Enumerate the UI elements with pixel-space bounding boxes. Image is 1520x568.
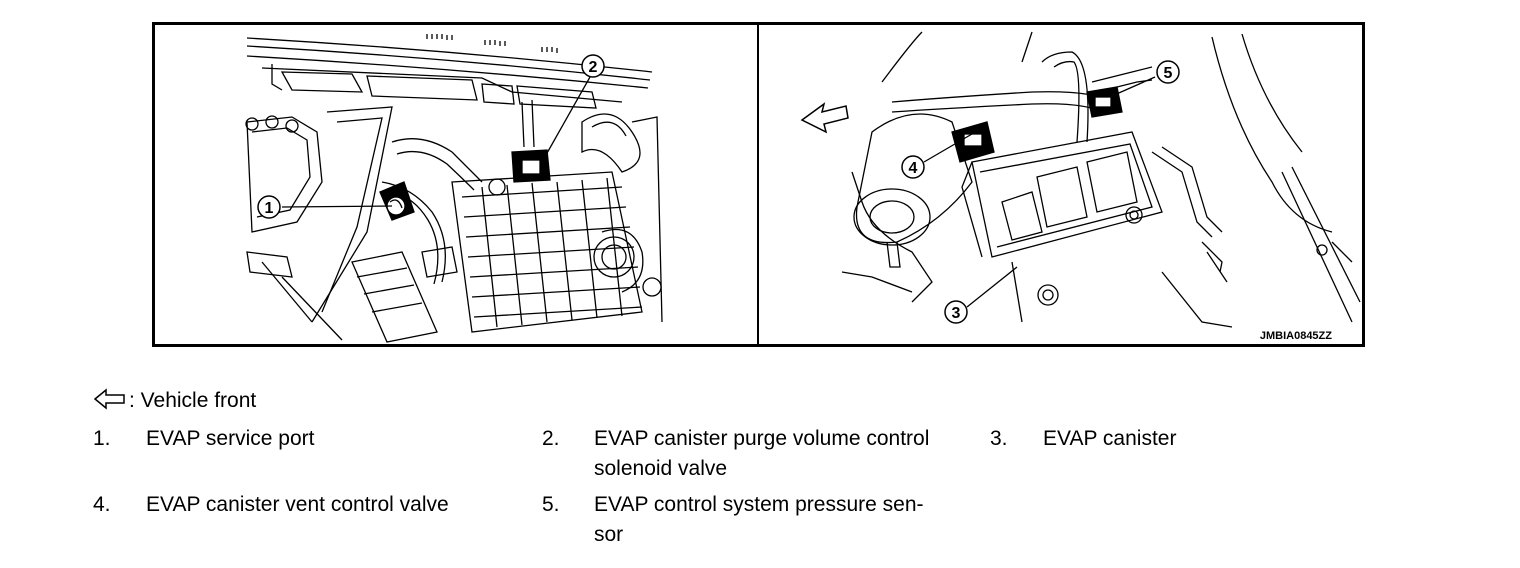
callout-5-label: 5 xyxy=(1164,65,1173,82)
legend-item-2-label-line1: EVAP canister purge volume control xyxy=(594,427,930,450)
callout-1-label: 1 xyxy=(265,200,274,217)
callout-3: 3 xyxy=(944,300,968,324)
figure-frame xyxy=(152,22,1365,347)
callout-2-label: 2 xyxy=(589,59,598,76)
callout-4: 4 xyxy=(901,155,925,179)
legend-item-5-label-line2: sor xyxy=(594,523,624,546)
callout-4-label: 4 xyxy=(909,160,918,177)
vehicle-front-arrow xyxy=(800,102,849,134)
hollow-left-arrow-icon xyxy=(93,388,125,410)
legend-item-1-label: EVAP service port xyxy=(146,427,315,450)
legend-item-2-label-line2: solenoid valve xyxy=(594,457,728,480)
callout-3-label: 3 xyxy=(952,305,961,322)
legend-item-1-number: 1. xyxy=(93,427,111,450)
right-callout-leaders xyxy=(923,76,1156,308)
callout-1: 1 xyxy=(257,195,281,219)
legend-item-2-number: 2. xyxy=(542,427,560,450)
vehicle-front-label: : Vehicle front xyxy=(129,389,257,412)
engine-bay-figure: 1 2 xyxy=(152,22,1365,347)
callout-2: 2 xyxy=(581,54,605,78)
legend-item-3-number: 3. xyxy=(990,427,1008,450)
legend-item-5-number: 5. xyxy=(542,493,560,516)
legend-item-4-label: EVAP canister vent control valve xyxy=(146,493,449,516)
left-callout-leaders xyxy=(281,76,591,208)
right-panel-illustration xyxy=(800,31,1361,328)
callout-5: 5 xyxy=(1156,60,1180,84)
left-panel-illustration xyxy=(245,34,663,343)
figure-code: JMBIA0845ZZ xyxy=(1260,330,1332,342)
legend-item-3-label: EVAP canister xyxy=(1043,427,1177,450)
legend-item-5-label-line1: EVAP control system pressure sen- xyxy=(594,493,924,516)
legend-item-4-number: 4. xyxy=(93,493,111,516)
